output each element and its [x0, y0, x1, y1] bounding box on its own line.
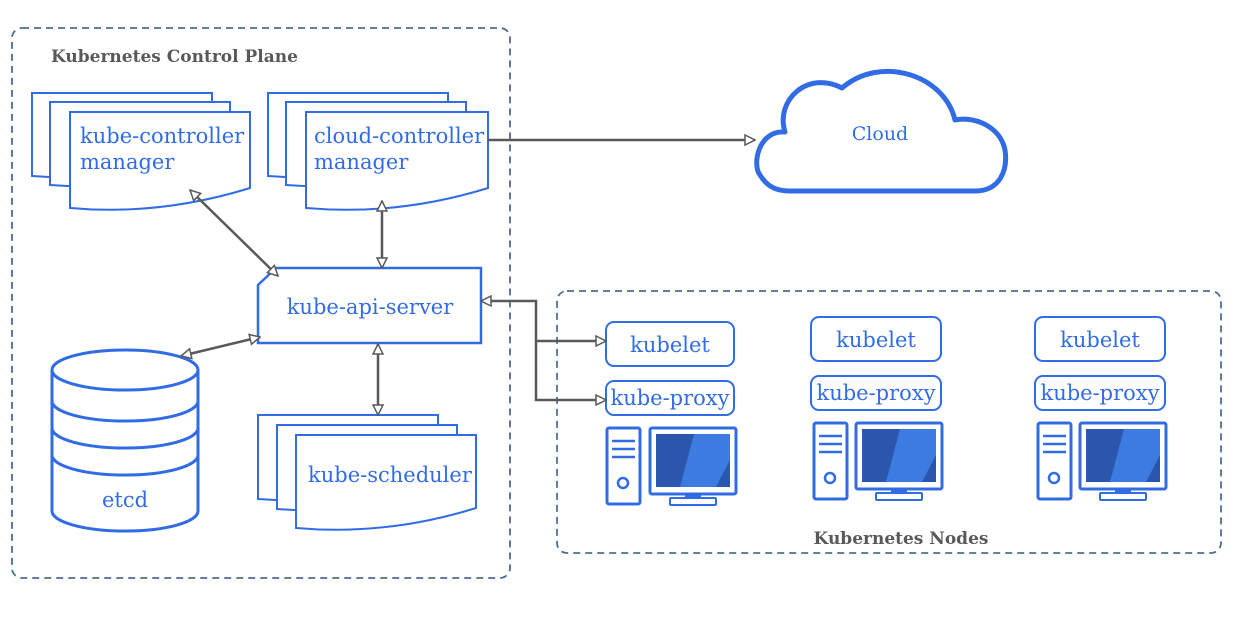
arrow-api-to-kube-proxy: [534, 341, 606, 400]
cloud-controller-manager[interactable]: cloud-controller manager: [267, 92, 489, 211]
nodes-group: Kubernetes Nodes: [556, 290, 1222, 554]
node-1-computer-icon: [605, 426, 738, 506]
arrow-controller-to-api: [190, 190, 278, 276]
node-2-kubelet-label: kubelet: [836, 328, 916, 352]
node-3[interactable]: kubelet kube-proxy: [1034, 316, 1168, 501]
cloud-controller-manager-label-line2: manager: [314, 150, 409, 174]
nodes-title: Kubernetes Nodes: [814, 529, 989, 549]
etcd-label: etcd: [102, 488, 148, 512]
control-plane-title: Kubernetes Control Plane: [51, 47, 298, 67]
kube-controller-manager-label-line2: manager: [80, 150, 175, 174]
kube-api-server-label: kube-api-server: [287, 295, 455, 319]
cloud-shape: [754, 69, 1009, 194]
kube-api-server[interactable]: kube-api-server: [256, 266, 483, 345]
node-2-kube-proxy-box: [810, 375, 942, 411]
node-2-kubelet-box: [810, 316, 942, 362]
node-3-kubelet-label: kubelet: [1060, 328, 1140, 352]
node-1[interactable]: kubelet kube-proxy: [605, 321, 738, 506]
node-3-kube-proxy-label: kube-proxy: [1040, 381, 1159, 405]
kube-controller-manager-label-line1: kube-controller: [80, 124, 245, 148]
node-3-kube-proxy-box: [1034, 375, 1166, 411]
node-2-kube-proxy-label: kube-proxy: [816, 381, 935, 405]
kube-scheduler[interactable]: kube-scheduler: [257, 414, 477, 531]
arrow-etcd-to-api: [181, 337, 260, 356]
cloud-controller-manager-label-line1: cloud-controller: [314, 124, 485, 148]
arrow-api-to-kubelet: [481, 301, 606, 341]
node-3-kubelet-box: [1034, 316, 1166, 362]
node-2[interactable]: kubelet kube-proxy: [810, 316, 944, 501]
node-1-kube-proxy-label: kube-proxy: [610, 386, 729, 410]
etcd-database[interactable]: etcd: [50, 348, 200, 533]
kube-scheduler-label: kube-scheduler: [308, 463, 473, 487]
cloud[interactable]: Cloud: [754, 69, 1009, 194]
node-3-computer-icon: [1036, 421, 1168, 501]
connections: [181, 140, 755, 415]
nodes-border: [556, 290, 1222, 554]
cloud-label: Cloud: [852, 123, 908, 145]
node-2-computer-icon: [812, 421, 944, 501]
kube-controller-manager[interactable]: kube-controller manager: [31, 92, 251, 211]
node-1-kubelet-label: kubelet: [630, 333, 710, 357]
